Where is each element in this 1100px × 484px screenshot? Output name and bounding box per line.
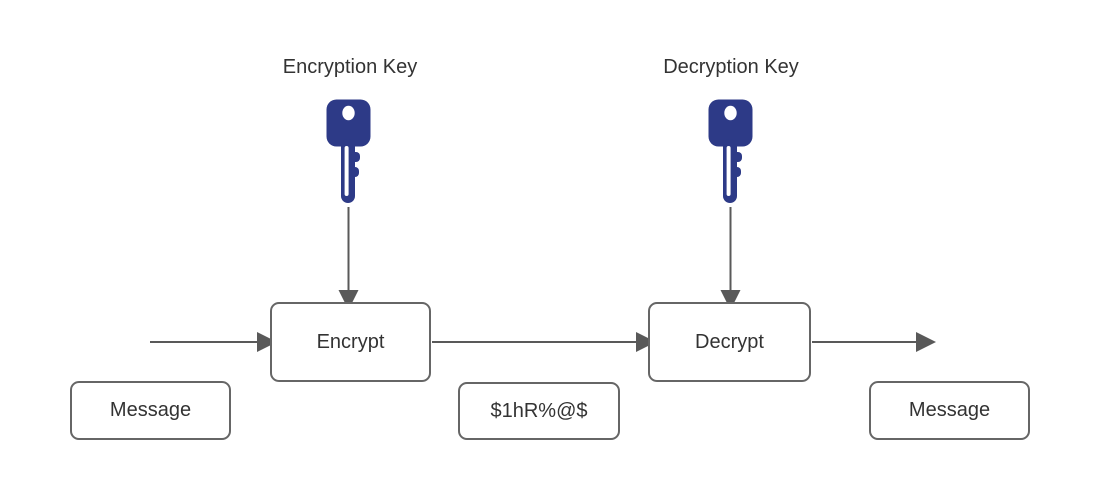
decrypted-message-node: Message — [869, 381, 1030, 440]
key-slot — [344, 146, 349, 196]
key-head — [708, 99, 753, 147]
key-tooth — [351, 167, 359, 177]
encryption-key-label: Encryption Key — [282, 56, 418, 78]
key-hole — [342, 105, 355, 121]
key-tooth — [733, 167, 741, 177]
key-tooth — [733, 152, 742, 162]
plaintext-message-node: Message — [70, 381, 231, 440]
key-tooth — [351, 152, 360, 162]
encrypt-node: Encrypt — [270, 302, 431, 382]
key-hole — [724, 105, 737, 121]
ciphertext-node: $1hR%@$ — [458, 382, 620, 440]
key-icon — [708, 99, 753, 203]
key-slot — [726, 146, 731, 196]
decrypt-node: Decrypt — [648, 302, 811, 382]
key-icon — [326, 99, 371, 203]
decryption-key-label: Decryption Key — [663, 56, 799, 78]
key-head — [326, 99, 371, 147]
